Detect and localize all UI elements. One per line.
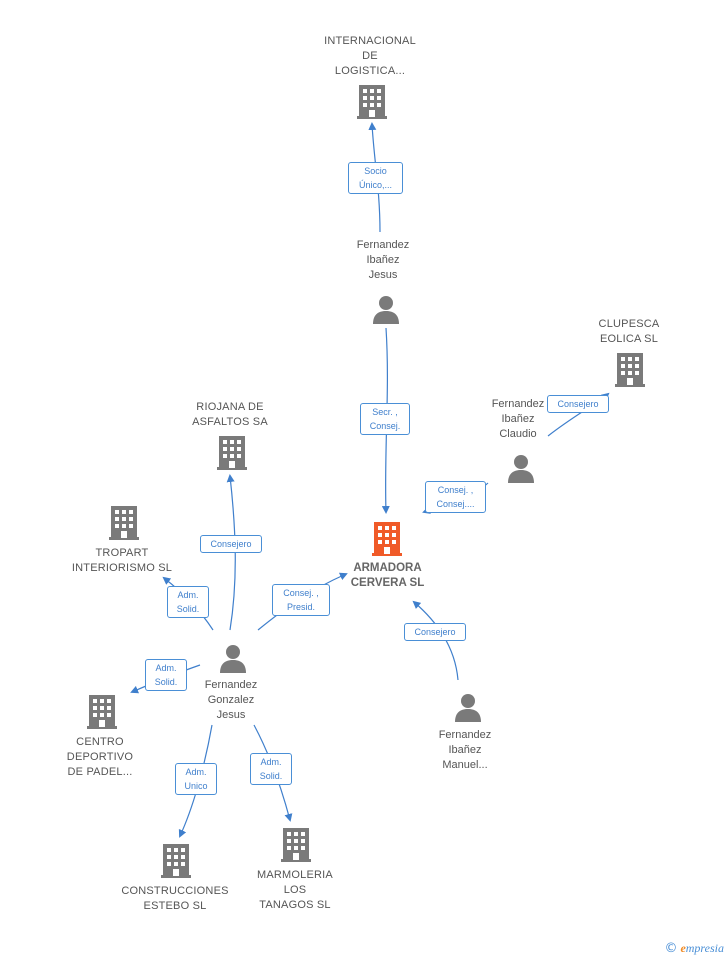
brand-name: mpresia bbox=[685, 941, 724, 955]
construcciones-building-icon[interactable] bbox=[161, 844, 191, 878]
clupesca-label[interactable]: CLUPESCA EOLICA SL bbox=[598, 318, 660, 345]
riojana-label[interactable]: RIOJANA DE ASFALTOS SA bbox=[192, 401, 268, 428]
claudio-label[interactable]: Fernandez Ibañez Claudio bbox=[491, 398, 545, 440]
edge-gonzalez-to-riojana bbox=[226, 474, 236, 631]
edge-label-consejero-manuel[interactable]: Consejero bbox=[404, 623, 466, 641]
edge-label-adm-solid-marmoleria[interactable]: Adm. Solid. bbox=[250, 753, 292, 785]
edge-label-consej-claudio[interactable]: Consej. , Consej.... bbox=[425, 481, 486, 513]
edge-manuel-to-armadora bbox=[412, 600, 459, 681]
gonzalez-label[interactable]: Fernandez Gonzalez Jesus bbox=[204, 679, 258, 721]
manuel-person-icon[interactable] bbox=[455, 694, 481, 722]
edge-label-secr-consej[interactable]: Secr. , Consej. bbox=[360, 403, 410, 435]
claudio-person-icon[interactable] bbox=[508, 455, 534, 483]
riojana-building-icon[interactable] bbox=[217, 436, 247, 470]
edge-label-adm-unico[interactable]: Adm. Unico bbox=[175, 763, 217, 795]
edge-label-consejero-riojana[interactable]: Consejero bbox=[200, 535, 262, 553]
edge-label-consejero-clupesca[interactable]: Consejero bbox=[547, 395, 609, 413]
edge-label-socio-unico[interactable]: Socio Único,... bbox=[348, 162, 403, 194]
empresia-logo[interactable]: © empresia bbox=[664, 941, 724, 956]
clupesca-building-icon[interactable] bbox=[615, 353, 645, 387]
construcciones-label[interactable]: CONSTRUCCIONES ESTEBO SL bbox=[121, 885, 229, 912]
armadora-building-icon[interactable] bbox=[372, 522, 402, 556]
edge-label-consej-presid[interactable]: Consej. , Presid. bbox=[272, 584, 330, 616]
centro-label[interactable]: CENTRO DEPORTIVO DE PADEL... bbox=[66, 736, 134, 778]
edge-label-adm-solid-tropart[interactable]: Adm. Solid. bbox=[167, 586, 209, 618]
centro-building-icon[interactable] bbox=[87, 695, 117, 729]
marmoleria-building-icon[interactable] bbox=[281, 828, 311, 862]
tropart-building-icon[interactable] bbox=[109, 506, 139, 540]
manuel-label[interactable]: Fernandez Ibañez Manuel... bbox=[438, 729, 492, 771]
tropart-label[interactable]: TROPART INTERIORISMO SL bbox=[71, 547, 173, 574]
copyright-symbol: © bbox=[664, 941, 678, 956]
jesus-ibanez-label[interactable]: Fernandez Ibañez Jesus bbox=[356, 239, 410, 281]
armadora-label[interactable]: ARMADORA CERVERA SL bbox=[350, 562, 425, 589]
gonzalez-person-icon[interactable] bbox=[220, 645, 246, 673]
edge-label-adm-solid-centro[interactable]: Adm. Solid. bbox=[145, 659, 187, 691]
internacional-label[interactable]: INTERNACIONAL DE LOGISTICA... bbox=[324, 35, 416, 77]
jesus-ibanez-person-icon[interactable] bbox=[373, 296, 399, 324]
brand-initial: e bbox=[680, 941, 686, 955]
internacional-building-icon[interactable] bbox=[357, 85, 387, 119]
marmoleria-label[interactable]: MARMOLERIA LOS TANAGOS SL bbox=[257, 869, 333, 911]
